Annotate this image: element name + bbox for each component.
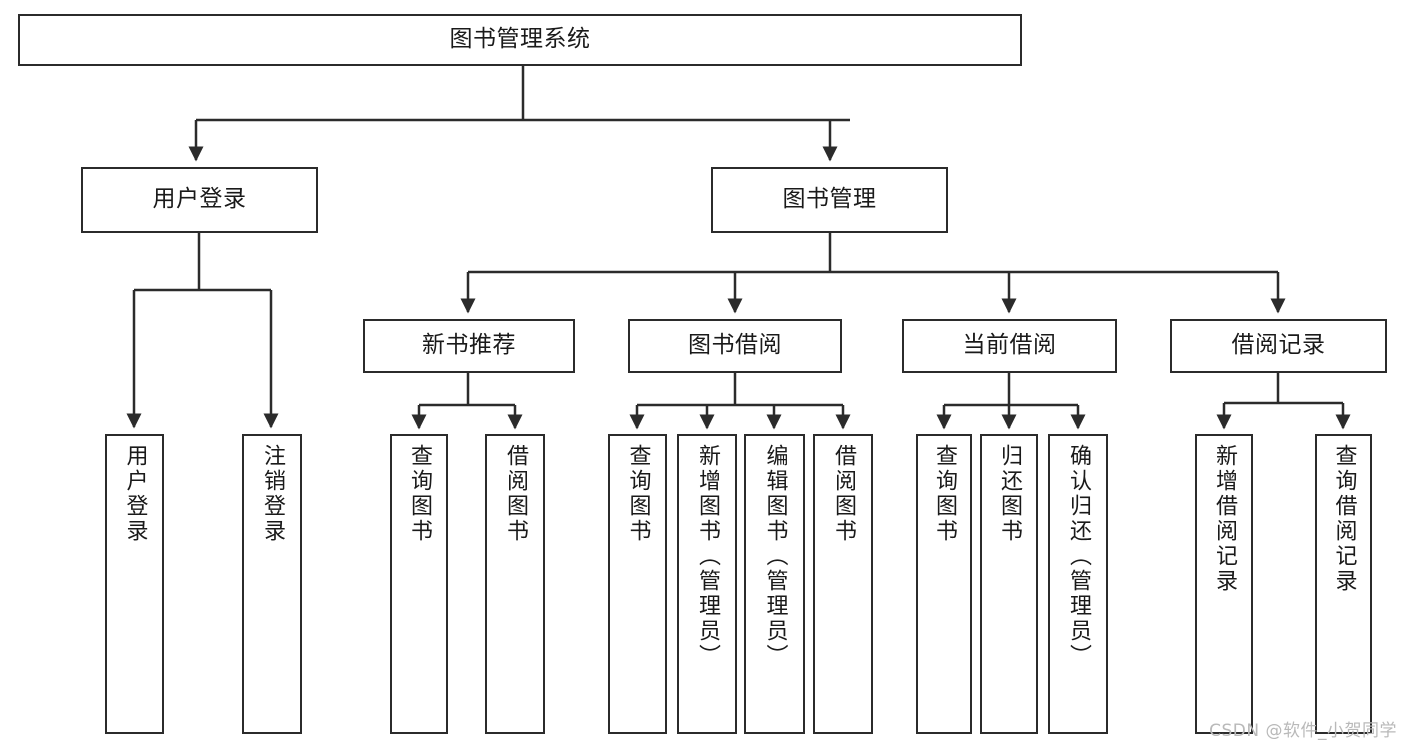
node-leaf-confirm-return-label: 确认归还（管理员） xyxy=(1066,444,1091,669)
watermark: CSDN @软件_小贺同学 xyxy=(1209,721,1397,741)
node-root-label: 图书管理系统 xyxy=(449,26,591,53)
node-borrow-record-label: 借阅记录 xyxy=(1231,332,1326,359)
node-leaf-query-record[interactable]: 查询借阅记录 xyxy=(1315,434,1372,734)
node-leaf-add-book-label: 新增图书（管理员） xyxy=(695,444,720,669)
node-user-login[interactable]: 用户登录 xyxy=(81,167,318,233)
node-current-borrow-label: 当前借阅 xyxy=(962,332,1057,359)
node-leaf-query-book-3[interactable]: 查询图书 xyxy=(916,434,972,734)
node-leaf-query-book-2[interactable]: 查询图书 xyxy=(608,434,667,734)
node-leaf-return-book-label: 归还图书 xyxy=(997,444,1022,544)
node-book-borrow-label: 图书借阅 xyxy=(688,332,782,359)
node-new-book-recommend[interactable]: 新书推荐 xyxy=(363,319,575,373)
node-leaf-query-book-2-label: 查询图书 xyxy=(625,444,651,544)
node-leaf-edit-book[interactable]: 编辑图书（管理员） xyxy=(744,434,805,734)
node-user-login-label: 用户登录 xyxy=(152,186,247,213)
node-new-book-recommend-label: 新书推荐 xyxy=(422,332,516,359)
node-leaf-add-record-label: 新增借阅记录 xyxy=(1212,444,1237,594)
node-leaf-confirm-return[interactable]: 确认归还（管理员） xyxy=(1048,434,1108,734)
node-leaf-add-record[interactable]: 新增借阅记录 xyxy=(1195,434,1253,734)
node-leaf-logout[interactable]: 注销登录 xyxy=(242,434,302,734)
node-leaf-edit-book-label: 编辑图书（管理员） xyxy=(762,444,788,669)
node-leaf-logout-label: 注销登录 xyxy=(260,444,285,544)
node-leaf-query-record-label: 查询借阅记录 xyxy=(1331,444,1357,594)
node-current-borrow[interactable]: 当前借阅 xyxy=(902,319,1117,373)
node-book-borrow[interactable]: 图书借阅 xyxy=(628,319,842,373)
node-leaf-query-book-3-label: 查询图书 xyxy=(932,444,957,544)
node-book-manage-label: 图书管理 xyxy=(782,186,877,213)
node-leaf-user-login-label: 用户登录 xyxy=(122,444,148,544)
node-leaf-user-login[interactable]: 用户登录 xyxy=(105,434,164,734)
node-leaf-borrow-book-2[interactable]: 借阅图书 xyxy=(813,434,873,734)
node-leaf-query-book-1-label: 查询图书 xyxy=(407,444,432,544)
node-book-manage[interactable]: 图书管理 xyxy=(711,167,948,233)
node-leaf-return-book[interactable]: 归还图书 xyxy=(980,434,1038,734)
node-leaf-borrow-book-2-label: 借阅图书 xyxy=(831,444,856,544)
node-leaf-query-book-1[interactable]: 查询图书 xyxy=(390,434,448,734)
node-root[interactable]: 图书管理系统 xyxy=(18,14,1022,66)
node-borrow-record[interactable]: 借阅记录 xyxy=(1170,319,1387,373)
node-leaf-borrow-book-1-label: 借阅图书 xyxy=(503,444,528,544)
node-leaf-borrow-book-1[interactable]: 借阅图书 xyxy=(485,434,545,734)
node-leaf-add-book[interactable]: 新增图书（管理员） xyxy=(677,434,737,734)
